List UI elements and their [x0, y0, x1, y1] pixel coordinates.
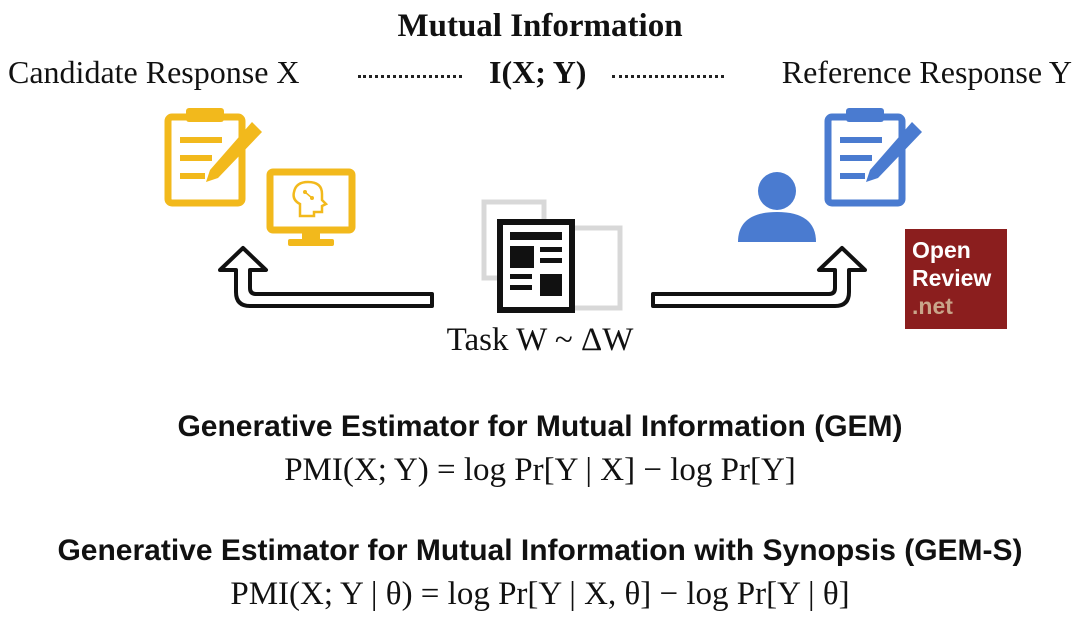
gem-s-equation: PMI(X; Y | θ) = log Pr[Y | X, θ] − log P…: [230, 576, 850, 612]
openreview-logo: Open Review .net: [905, 229, 1007, 329]
logo-line-review: Review: [912, 265, 992, 291]
logo-line-net: .net: [912, 293, 953, 319]
clipboard-pen-icon: [824, 108, 922, 207]
reference-response-label: Reference Response Y: [781, 54, 1072, 90]
user-icon: [738, 172, 816, 242]
candidate-response-label: Candidate Response X: [8, 54, 300, 90]
gem-equation: PMI(X; Y) = log Pr[Y | X] − log Pr[Y]: [284, 452, 796, 488]
task-label: Task W ~ ΔW: [446, 322, 634, 358]
logo-line-open: Open: [912, 237, 971, 263]
dotted-connector-left: [358, 75, 462, 78]
gem-s-title: Generative Estimator for Mutual Informat…: [57, 534, 1023, 567]
mutual-information-symbol: I(X; Y): [489, 54, 587, 90]
clipboard-pen-icon: [164, 108, 262, 207]
newspaper-icon: [481, 199, 623, 313]
right-curved-arrow: [651, 246, 867, 308]
dotted-connector-right: [612, 75, 724, 78]
left-curved-arrow: [218, 246, 434, 308]
mutual-information-title: Mutual Information: [397, 8, 683, 44]
monitor-brain-icon: [266, 168, 356, 246]
gem-title: Generative Estimator for Mutual Informat…: [177, 410, 903, 443]
